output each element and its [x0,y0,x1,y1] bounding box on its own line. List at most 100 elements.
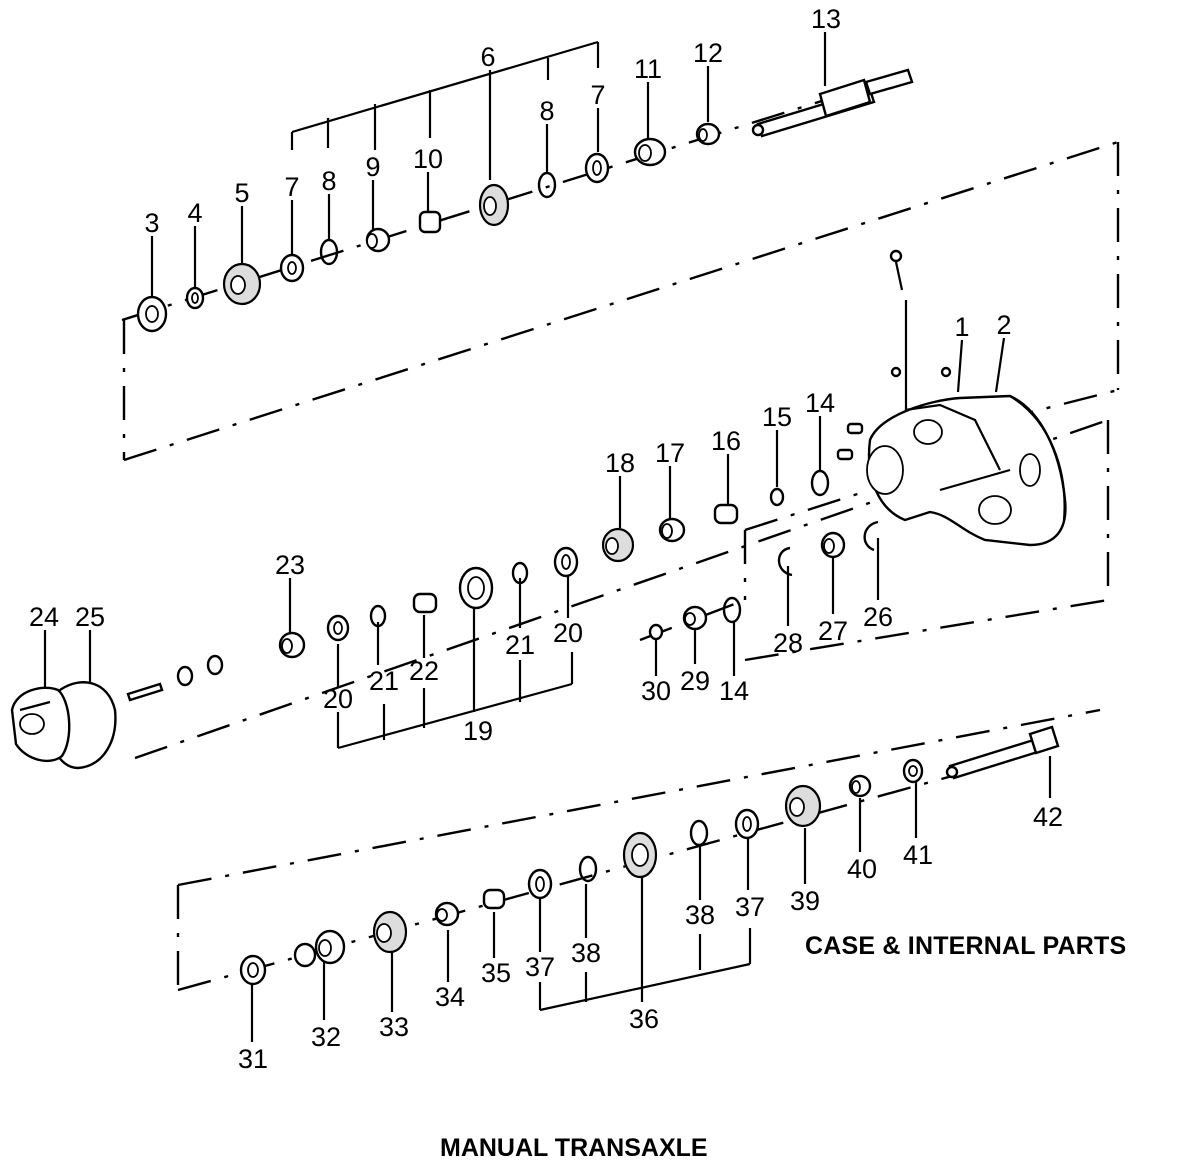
part-15-washer [769,487,785,507]
callout-6: 6 [480,42,495,72]
section-caption: CASE & INTERNAL PARTS [805,932,1127,960]
part-39-gear [784,784,822,828]
callout-2: 2 [996,310,1011,340]
part-4-bushing [185,286,205,310]
callout-12: 12 [693,38,723,68]
part-17-bearing [658,517,686,543]
part-20-bearing-b [553,546,579,578]
callout-4: 4 [187,198,202,228]
callout-37b: 37 [735,892,765,922]
callout-24: 24 [29,602,59,632]
part-9-bearing [365,227,391,253]
callout-8b: 8 [539,96,554,126]
part-22-sleeve [412,592,438,614]
part-23-bushing [278,631,306,659]
callout-39: 39 [790,886,820,916]
part-31-bearing [239,954,267,986]
diagram-title: MANUAL TRANSAXLE [440,1134,708,1162]
part-21-snap-ring [369,604,387,628]
transaxle-case [836,249,1067,547]
part-6-gear [478,183,510,227]
part-7-bearing-b [584,152,610,184]
callout-23: 23 [275,550,305,580]
part-13-input-shaft [751,68,914,138]
part-38-snap-ring [578,855,598,883]
callout-1: 1 [954,312,969,342]
part-21-snap-ring-b [511,561,529,585]
callout-18: 18 [605,448,635,478]
part-37-bearing [527,868,553,900]
leader-lines [43,32,1052,1042]
part-18-gear [601,527,635,563]
part-29-bearing [682,605,708,631]
callout-19: 19 [463,716,493,746]
part-16-sleeve [713,503,739,525]
callout-38b: 38 [685,900,715,930]
callout-7a: 7 [284,172,299,202]
callout-17: 17 [655,438,685,468]
part-41-washer [902,758,924,784]
callout-38a: 38 [571,938,601,968]
part-20-bearing [326,614,350,642]
callout-31: 31 [238,1044,268,1074]
middle-shaft-parts [126,469,879,702]
callout-37a: 37 [525,952,555,982]
part-34-bearing [434,901,460,927]
callout-30: 30 [641,676,671,706]
part-37-bearing-b [734,808,760,840]
part-12-bushing [695,122,721,146]
callout-14b: 14 [719,676,749,706]
lower-shaft-parts [239,725,1060,986]
callout-labels: 1 2 3 4 5 6 7 7 8 8 9 10 11 12 13 14 14 … [29,4,1063,1074]
callout-41: 41 [903,840,933,870]
callout-34: 34 [435,982,465,1012]
callout-21b: 21 [505,630,535,660]
shaft-small-parts [126,654,224,702]
callout-40: 40 [847,854,877,884]
part-36-gear [622,831,658,879]
callout-10: 10 [413,144,443,174]
part-27-bearing [820,531,846,559]
callout-26: 26 [863,602,893,632]
callout-42: 42 [1033,802,1063,832]
callout-9: 9 [365,152,380,182]
part-8-snap-ring-b [537,171,557,199]
part-30-washer [648,623,664,641]
callout-5: 5 [234,178,249,208]
callout-20a: 20 [323,684,353,714]
part-10-sleeve [418,210,442,234]
part-3-bearing [136,295,168,333]
callout-20b: 20 [553,618,583,648]
upper-shaft-parts [136,68,914,333]
callout-25: 25 [75,602,105,632]
callout-13: 13 [811,4,841,34]
callout-27: 27 [818,616,848,646]
part-32-gear [293,929,346,968]
part-40-bearing [848,774,872,798]
callout-22: 22 [409,656,439,686]
extension-housing [10,681,117,770]
callout-33: 33 [379,1012,409,1042]
part-42-output-shaft [945,725,1060,780]
callout-11: 11 [634,54,662,84]
part-33-gear [372,910,408,954]
callout-28: 28 [773,628,803,658]
part-11-synchro [633,137,667,167]
part-38-snap-ring-b [689,819,709,847]
part-8-snap-ring [319,238,339,266]
part-14-snap-ring [810,469,830,497]
part-7-bearing [279,253,305,283]
part-35-sleeve [482,888,506,910]
callout-15: 15 [762,402,792,432]
callout-29: 29 [680,666,710,696]
callout-7b: 7 [590,80,605,110]
part-28-snap-ring [777,546,793,577]
callout-21a: 21 [369,666,399,696]
callout-16: 16 [711,426,741,456]
callout-3: 3 [144,208,159,238]
callout-36: 36 [629,1004,659,1034]
callout-35: 35 [481,958,511,988]
callout-14a: 14 [805,388,835,418]
part-26-snap-ring [863,520,879,552]
